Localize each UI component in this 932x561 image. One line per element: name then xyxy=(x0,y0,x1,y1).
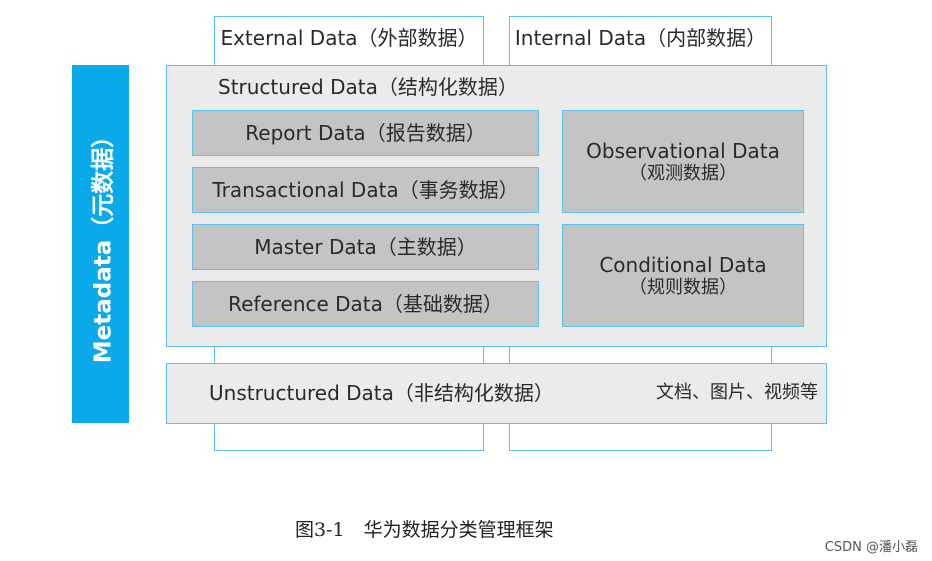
reference-data-label: Reference Data（基础数据） xyxy=(228,292,503,316)
reference-data-box: Reference Data（基础数据） xyxy=(192,281,539,327)
observational-data-subtitle: （观测数据） xyxy=(629,162,737,184)
metadata-label: Metadata（元数据） xyxy=(90,124,117,364)
internal-data-label: Internal Data（内部数据） xyxy=(514,26,767,50)
transactional-data-label: Transactional Data（事务数据） xyxy=(212,178,519,202)
observational-data-box: Observational Data （观测数据） xyxy=(562,110,804,213)
metadata-bar: Metadata（元数据） xyxy=(72,65,129,423)
transactional-data-box: Transactional Data（事务数据） xyxy=(192,167,539,213)
report-data-box: Report Data（报告数据） xyxy=(192,110,539,156)
unstructured-data-label: Unstructured Data（非结构化数据） xyxy=(209,381,554,405)
watermark: CSDN @潘小磊 xyxy=(824,540,918,555)
unstructured-data-examples: 文档、图片、视频等 xyxy=(656,382,818,403)
external-data-label: External Data（外部数据） xyxy=(220,26,478,50)
conditional-data-title: Conditional Data xyxy=(599,252,767,277)
structured-data-label: Structured Data（结构化数据） xyxy=(218,75,518,99)
master-data-box: Master Data（主数据） xyxy=(192,224,539,270)
master-data-label: Master Data（主数据） xyxy=(254,235,477,259)
observational-data-title: Observational Data xyxy=(586,138,780,163)
report-data-label: Report Data（报告数据） xyxy=(245,121,486,145)
figure-caption: 图3-1 华为数据分类管理框架 xyxy=(295,519,554,541)
unstructured-data-panel: Unstructured Data（非结构化数据） 文档、图片、视频等 xyxy=(166,363,827,424)
conditional-data-subtitle: （规则数据） xyxy=(629,276,737,298)
conditional-data-box: Conditional Data （规则数据） xyxy=(562,224,804,327)
